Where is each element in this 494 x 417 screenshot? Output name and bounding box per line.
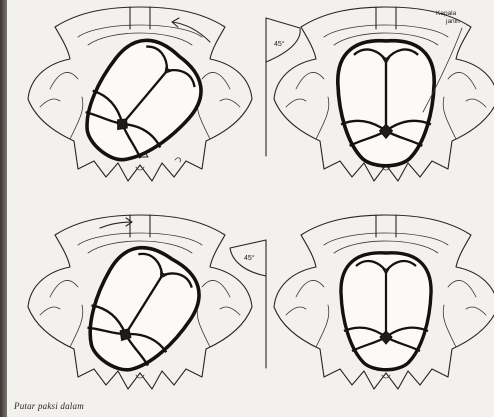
panel-top-right: Kepala janin — [274, 7, 494, 181]
angle-label-top: 45° — [274, 40, 285, 48]
angle-marker-bottom: 45° — [230, 240, 266, 368]
figure-caption: Putar paksi dalam — [14, 401, 84, 411]
angle-label-bottom: 45° — [244, 254, 255, 262]
panel-bottom-left — [28, 215, 252, 389]
panel-top-left — [28, 7, 252, 181]
label-janin: janin — [445, 18, 460, 25]
panel-bottom-right — [274, 215, 494, 389]
label-kepala: Kepala — [436, 10, 457, 17]
angle-marker-top: 45° — [266, 18, 300, 156]
